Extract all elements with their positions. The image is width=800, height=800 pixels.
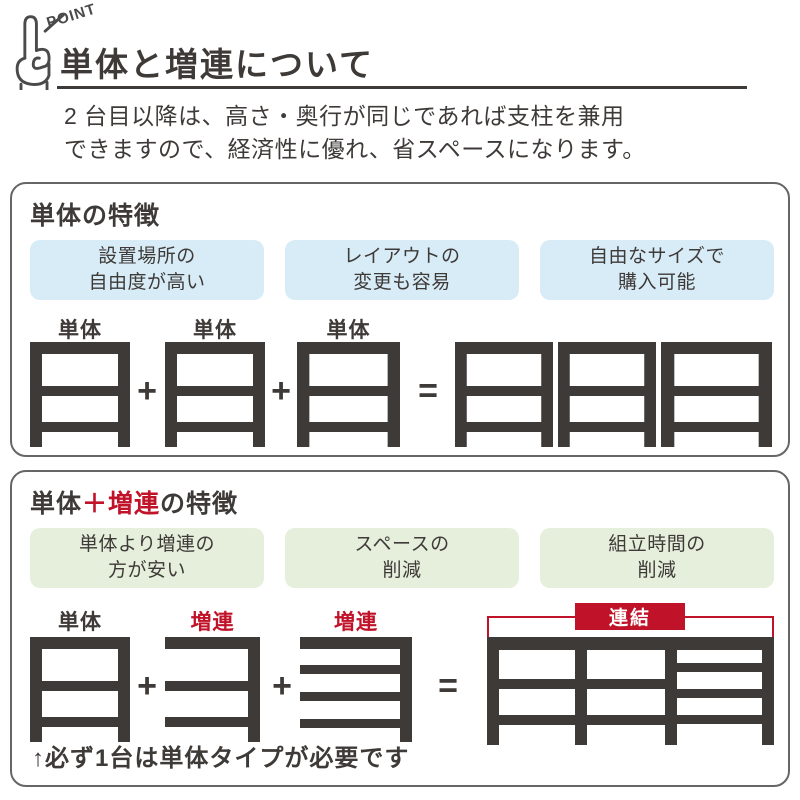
shelf-unit-connected — [487, 637, 774, 745]
pill-line: 設置場所の — [98, 246, 196, 267]
plus-sign: + — [272, 667, 292, 705]
renketsu-bracket-tick — [487, 616, 489, 637]
heading-part: の特徴 — [160, 490, 239, 518]
heading-part-red: ＋増連 — [82, 490, 161, 518]
shelf-unit-extension — [300, 637, 412, 742]
standalone-section-heading: 単体の特徴 — [30, 202, 161, 230]
pill-line: スペースの — [354, 534, 450, 555]
unit-label-extension: 増連 — [190, 611, 235, 634]
renketsu-banner: 連結 — [575, 603, 685, 630]
equals-sign: = — [418, 372, 438, 410]
intro-line-2: できますので、経済性に優れ、省スペースになります。 — [64, 136, 646, 162]
intro-text: 2 台目以降は、高さ・奥行が同じであれば支柱を兼用 できますので、経済性に優れ、… — [64, 100, 646, 166]
pill-line: 組立時間の — [608, 534, 706, 555]
unit-label: 単体 — [193, 319, 237, 342]
shelf-unit-standalone — [297, 342, 400, 447]
shelf-unit-extension — [165, 637, 260, 742]
shelf-unit-standalone — [30, 342, 130, 447]
shelf-unit-standalone — [165, 342, 265, 447]
renketsu-bracket-tick — [772, 616, 774, 637]
requirement-note: ↑必ず1台は単体タイプが必要です — [32, 745, 410, 772]
standalone-section: 単体の特徴 設置場所の 自由度が高い レイアウトの 変更も容易 自由なサイズで … — [10, 182, 790, 457]
unit-label: 単体 — [326, 319, 371, 342]
pill-line: 自由度が高い — [88, 272, 206, 293]
shelf-unit-standalone — [558, 342, 656, 447]
unit-label: 単体 — [58, 611, 102, 634]
pill-line: 単体より増連の — [78, 534, 216, 555]
extension-section-heading: 単体＋増連の特徴 — [30, 484, 238, 520]
pointing-hand-icon — [4, 8, 92, 92]
plus-sign: + — [271, 372, 291, 410]
plus-sign: + — [137, 667, 157, 705]
feature-pill: 設置場所の 自由度が高い — [30, 240, 264, 300]
heading-part: 単体 — [30, 490, 83, 518]
feature-pill: スペースの 削減 — [285, 528, 519, 588]
equals-sign: = — [438, 667, 458, 705]
feature-pill: 組立時間の 削減 — [540, 528, 774, 588]
pill-line: 自由なサイズで — [589, 246, 725, 267]
intro-line-1: 2 台目以降は、高さ・奥行が同じであれば支柱を兼用 — [64, 103, 625, 129]
shelf-unit-standalone — [455, 342, 553, 447]
pill-line: 変更も容易 — [353, 272, 451, 293]
pill-line: 購入可能 — [617, 272, 696, 293]
feature-pill: 単体より増連の 方が安い — [30, 528, 264, 588]
unit-label-extension: 増連 — [334, 611, 378, 634]
unit-label: 単体 — [58, 319, 102, 342]
pill-line: 削減 — [637, 560, 677, 581]
shelf-unit-standalone — [30, 637, 130, 742]
shelf-unit-standalone — [661, 342, 772, 447]
page-title: 単体と増連について — [60, 46, 375, 83]
pill-line: レイアウトの — [343, 246, 461, 267]
feature-pill: 自由なサイズで 購入可能 — [540, 240, 774, 300]
extension-section: 単体＋増連の特徴 単体より増連の 方が安い スペースの 削減 組立時間の 削減 … — [10, 470, 790, 787]
extension-diagram: 単体 増連 増連 連結 + + — [12, 602, 788, 754]
standalone-diagram: 単体 単体 単体 + + = — [12, 310, 788, 452]
title-underline — [57, 86, 747, 89]
plus-sign: + — [137, 372, 157, 410]
pill-line: 方が安い — [107, 560, 186, 581]
pill-line: 削減 — [382, 560, 422, 581]
feature-pill: レイアウトの 変更も容易 — [285, 240, 519, 300]
